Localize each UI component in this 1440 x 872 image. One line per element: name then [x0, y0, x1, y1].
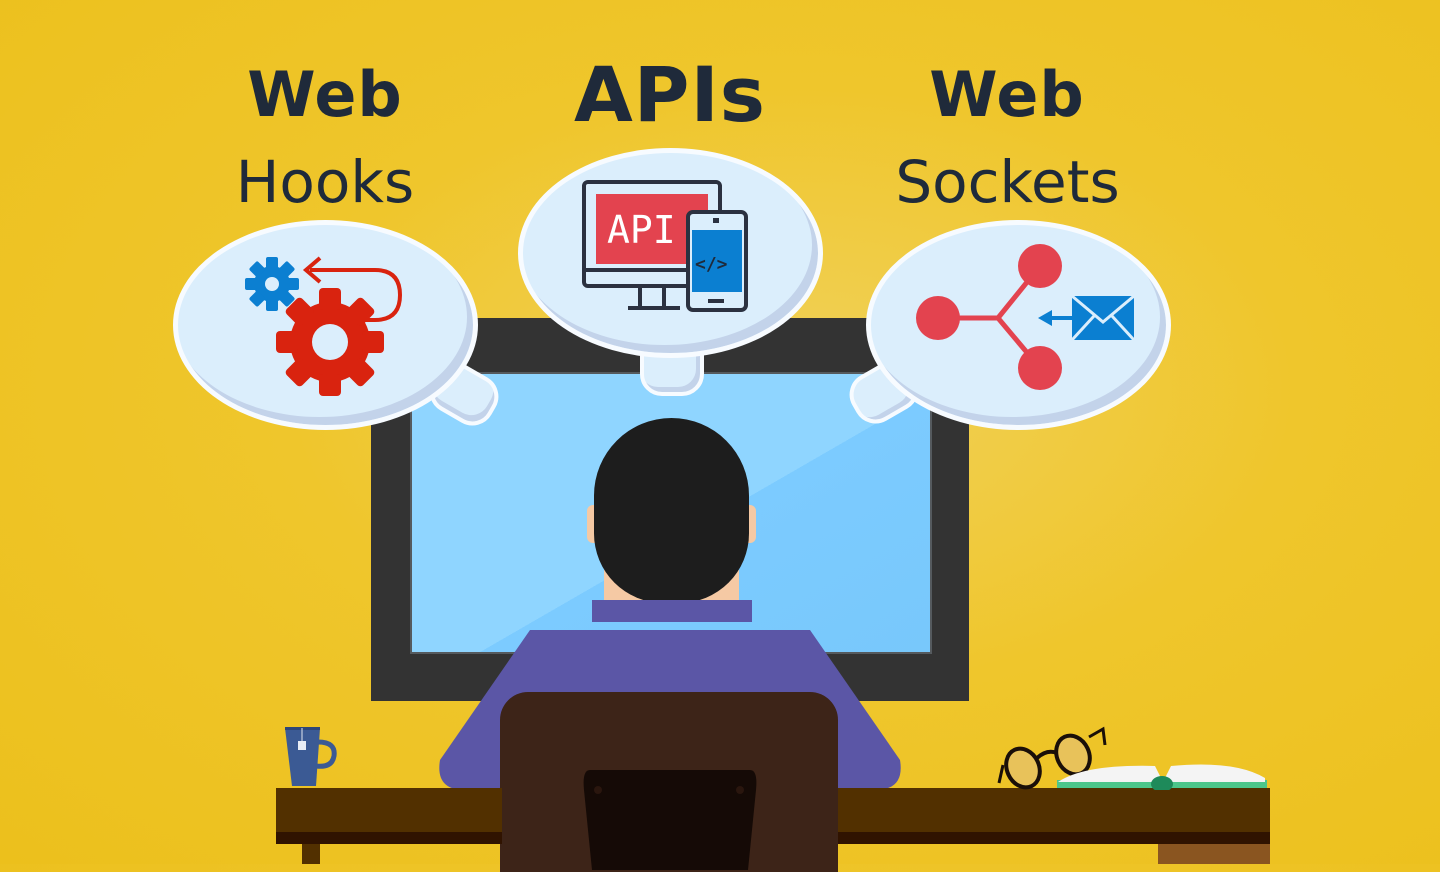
- gears-webhook-icon: [245, 256, 403, 396]
- api-monitor-phone-icon: API </>: [582, 180, 748, 312]
- webhooks-title-bold: Web: [247, 58, 403, 131]
- glasses-icon: [997, 726, 1107, 790]
- desk-edge-right: [838, 832, 1270, 844]
- webhooks-title-light: Hooks: [235, 148, 415, 216]
- mug-icon: [285, 727, 337, 786]
- apis-title: APIs: [573, 50, 767, 139]
- websockets-title-light: Sockets: [895, 148, 1120, 216]
- api-screen-label: API: [607, 208, 676, 252]
- websockets-title-bold: Web: [929, 58, 1085, 131]
- office-chair-pad: [583, 770, 757, 870]
- desk-leg-left: [302, 844, 320, 864]
- share-nodes-envelope-icon: [916, 244, 1136, 390]
- phone-code-label: </>: [695, 254, 728, 275]
- desk-edge-left: [276, 832, 502, 844]
- desk-drawer: [1158, 844, 1270, 864]
- shirt-collar: [592, 600, 752, 622]
- open-book-icon: [1057, 764, 1267, 790]
- person-head: [594, 418, 749, 603]
